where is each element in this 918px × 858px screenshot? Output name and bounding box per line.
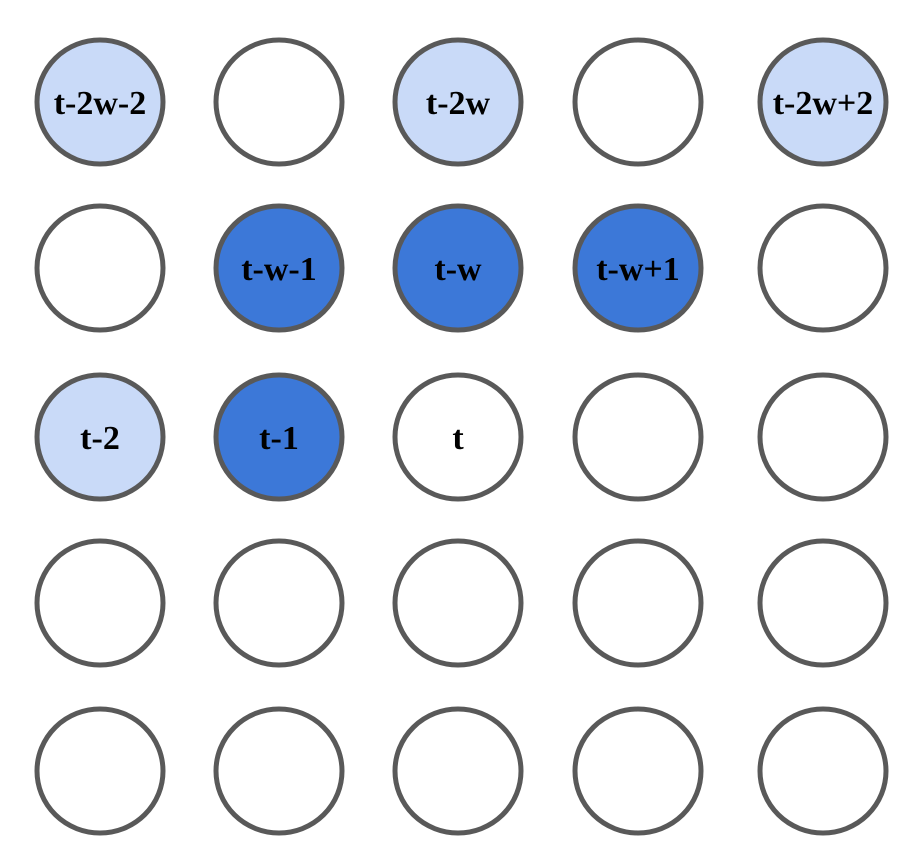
node-label: t bbox=[452, 420, 464, 457]
node-circle bbox=[34, 706, 166, 836]
grid-node-r5-c2 bbox=[213, 706, 345, 836]
node-circle bbox=[757, 37, 889, 167]
grid-node-r1-c1: t-2w-2 bbox=[34, 37, 166, 167]
grid-node-r4-c3 bbox=[392, 538, 524, 668]
grid-node-r1-c3: t-2w bbox=[392, 37, 524, 167]
node-circle bbox=[213, 203, 345, 333]
node-circle bbox=[392, 372, 524, 502]
grid-node-r2-c3: t-w bbox=[392, 203, 524, 333]
grid-node-r3-c2: t-1 bbox=[213, 372, 345, 502]
node-circle bbox=[34, 203, 166, 333]
grid-node-r1-c2 bbox=[213, 37, 345, 167]
node-circle bbox=[757, 706, 889, 836]
node-circle bbox=[572, 372, 704, 502]
grid-node-r3-c1: t-2 bbox=[34, 372, 166, 502]
grid-node-r2-c4: t-w+1 bbox=[572, 203, 704, 333]
node-circle bbox=[757, 538, 889, 668]
node-label: t-w bbox=[434, 251, 482, 288]
grid-node-r4-c1 bbox=[34, 538, 166, 668]
node-label: t-2 bbox=[80, 420, 120, 457]
grid-node-r2-c1 bbox=[34, 203, 166, 333]
grid-node-r5-c3 bbox=[392, 706, 524, 836]
node-circle bbox=[572, 37, 704, 167]
node-label: t-2w-2 bbox=[54, 85, 147, 122]
node-circle bbox=[213, 37, 345, 167]
grid-node-r1-c4 bbox=[572, 37, 704, 167]
node-circle bbox=[392, 538, 524, 668]
grid-node-r4-c2 bbox=[213, 538, 345, 668]
node-label: t-w-1 bbox=[241, 251, 317, 288]
node-circle bbox=[392, 203, 524, 333]
grid-node-r3-c5 bbox=[757, 372, 889, 502]
node-circle bbox=[572, 538, 704, 668]
grid-node-r5-c4 bbox=[572, 706, 704, 836]
grid-node-r4-c5 bbox=[757, 538, 889, 668]
grid-node-r2-c2: t-w-1 bbox=[213, 203, 345, 333]
node-label: t-2w bbox=[426, 85, 491, 122]
grid-node-r3-c4 bbox=[572, 372, 704, 502]
node-circle bbox=[34, 372, 166, 502]
node-label: t-2w+2 bbox=[773, 85, 874, 122]
node-label: t-1 bbox=[259, 420, 299, 457]
node-circle bbox=[34, 538, 166, 668]
node-circle bbox=[757, 203, 889, 333]
grid-nodes: t-2w-2 t-2w t-2w+2 t-w-1 t-w t-w+1 t-2 t-1 t bbox=[34, 37, 889, 836]
node-circle bbox=[213, 538, 345, 668]
node-circle bbox=[213, 706, 345, 836]
node-circle bbox=[34, 37, 166, 167]
grid-node-r4-c4 bbox=[572, 538, 704, 668]
node-circle bbox=[572, 203, 704, 333]
grid-node-r3-c3: t bbox=[392, 372, 524, 502]
node-circle bbox=[757, 372, 889, 502]
node-label: t-w+1 bbox=[596, 251, 680, 288]
node-circle bbox=[392, 37, 524, 167]
node-circle bbox=[213, 372, 345, 502]
grid-node-r5-c5 bbox=[757, 706, 889, 836]
node-circle bbox=[392, 706, 524, 836]
grid-node-r5-c1 bbox=[34, 706, 166, 836]
grid-node-r2-c5 bbox=[757, 203, 889, 333]
node-circle bbox=[572, 706, 704, 836]
grid-node-r1-c5: t-2w+2 bbox=[757, 37, 889, 167]
